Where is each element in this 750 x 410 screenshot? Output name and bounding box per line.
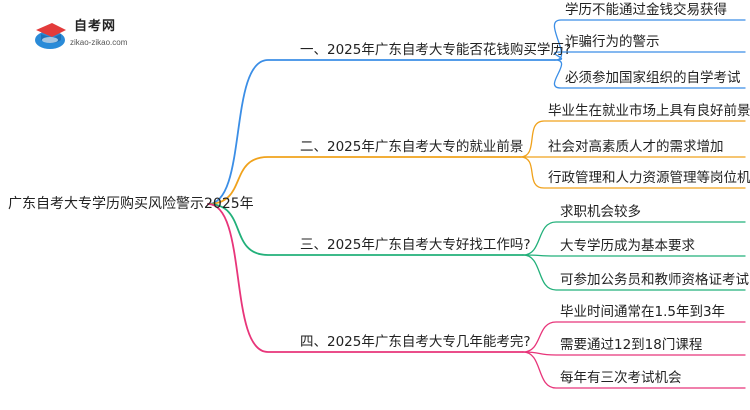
leaf-connector-2-3 [519,156,746,189]
leaf-connector-4-3 [522,351,746,389]
leaf-connector-3-3 [522,254,746,291]
leaf-topic-2-3: 行政管理和人力资源管理等岗位机会 [548,170,750,186]
leaf-topic-4-2: 需要通过12到18门课程 [560,337,703,353]
leaf-topic-3-1: 求职机会较多 [560,204,641,220]
branch-connector-3 [207,203,524,256]
leaf-topic-1-1: 学历不能通过金钱交易获得 [565,2,727,18]
logo-title: 自考网 [74,19,117,34]
root-topic: 广东自考大专学历购买风险警示2025年 [8,196,254,212]
leaf-connector-1-3 [553,59,746,89]
leaf-topic-3-2: 大专学历成为基本要求 [560,238,695,254]
graduation-cap-icon [35,23,66,49]
site-logo[interactable]: 自考网 zikao-zikao.com [30,14,150,54]
leaf-connector-2-1 [519,120,746,158]
leaf-topic-2-2: 社会对高素质人才的需求增加 [548,139,724,155]
leaf-connector-1-1 [553,19,746,61]
leaf-topic-4-3: 每年有三次考试机会 [560,370,682,386]
branch-topic-1: 一、2025年广东自考大专能否花钱购买学历? [300,42,572,58]
leaf-connector-4-2 [522,351,746,356]
branch-topic-3: 三、2025年广东自考大专好找工作吗? [300,237,531,253]
leaf-connector-4-1 [522,321,746,353]
branch-connector-2 [207,156,521,205]
leaf-topic-1-3: 必须参加国家组织的自学考试 [565,70,741,86]
leaf-topic-3-3: 可参加公务员和教师资格证考试 [560,272,749,288]
leaf-topic-1-2: 诈骗行为的警示 [565,34,660,50]
leaf-connector-1-2 [553,51,746,61]
branch-topic-2: 二、2025年广东自考大专的就业前景 [300,139,524,155]
leaf-topic-2-1: 毕业生在就业市场上具有良好前景 [548,103,750,119]
leaf-topic-4-1: 毕业时间通常在1.5年到3年 [560,304,726,320]
branch-connector-4 [207,203,524,353]
logo-subtitle: zikao-zikao.com [70,38,128,47]
leaf-connector-3-2 [522,254,746,257]
branch-topic-4: 四、2025年广东自考大专几年能考完? [300,334,531,350]
leaf-connector-3-1 [522,221,746,256]
branch-connector-1 [207,59,556,205]
